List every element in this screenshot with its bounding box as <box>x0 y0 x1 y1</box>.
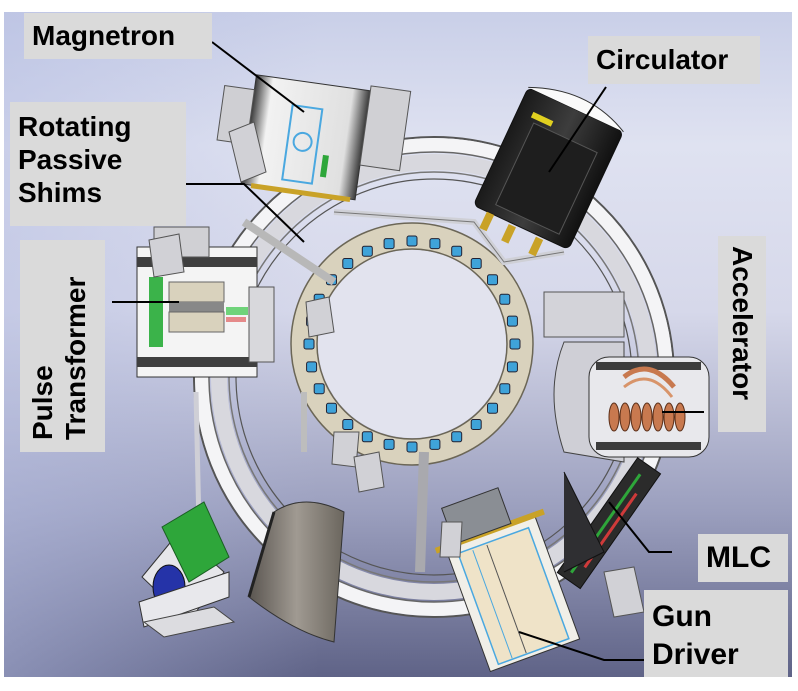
shim-block <box>509 338 521 350</box>
shim-block <box>361 431 373 443</box>
label-line: Rotating <box>18 111 132 142</box>
accelerator-cavity <box>641 402 653 432</box>
shim-block <box>342 257 354 269</box>
label-line: Driver <box>652 638 739 671</box>
accelerator-cavity <box>608 402 620 432</box>
shim-block <box>451 245 463 257</box>
shim-block <box>499 383 511 395</box>
strut <box>241 218 337 286</box>
label-line: Transformer <box>60 276 91 440</box>
shim-block <box>499 293 511 305</box>
shim-block <box>429 438 441 450</box>
pulse-transformer-assembly <box>136 226 275 378</box>
shim-ring <box>290 222 534 466</box>
shim-block <box>342 419 354 431</box>
shim-block <box>429 238 441 250</box>
label-line: Gun <box>652 600 712 633</box>
accelerator-cavity <box>663 402 675 432</box>
shim-block <box>487 274 499 286</box>
gantry-cad-drawing <box>112 41 710 673</box>
label-gun-driver: Gun Driver <box>644 590 788 677</box>
shim-block <box>303 338 315 350</box>
shim-block <box>383 438 395 450</box>
accelerator-cavity <box>619 402 631 432</box>
label-pulse-transformer: Pulse Transformer <box>20 240 105 452</box>
label-magnetron: Magnetron <box>24 13 212 59</box>
label-rotating-passive-shims: Rotating Passive Shims <box>10 102 186 226</box>
lower-strut <box>415 451 429 573</box>
shim-block <box>406 441 418 453</box>
label-line: Passive <box>18 144 123 175</box>
leader-lines <box>112 41 709 661</box>
shim-block <box>487 402 499 414</box>
shim-block <box>313 383 325 395</box>
label-mlc: MLC <box>698 534 788 582</box>
lower-shield <box>247 501 345 643</box>
shim-block <box>470 419 482 431</box>
label-accelerator: Accelerator <box>718 236 766 432</box>
gun-driver-assembly <box>434 487 581 673</box>
shim-block <box>506 315 518 327</box>
accelerator-assembly <box>543 291 710 463</box>
shim-block <box>383 238 395 250</box>
shim-block <box>470 257 482 269</box>
circulator-assembly <box>474 86 624 257</box>
shim-block <box>306 361 318 373</box>
shim-block <box>406 235 418 247</box>
shim-block <box>451 431 463 443</box>
accelerator-cavity <box>674 402 686 432</box>
passive-shims <box>303 235 521 453</box>
accelerator-cavity <box>630 402 642 432</box>
drive-motor-assembly <box>138 501 236 638</box>
label-circulator: Circulator <box>588 36 760 84</box>
shim-block <box>506 361 518 373</box>
accelerator-cavity <box>652 402 664 432</box>
accelerator-cavities <box>608 402 686 432</box>
label-line: Shims <box>18 177 103 208</box>
shim-block <box>325 402 337 414</box>
shim-block <box>361 245 373 257</box>
label-line: Pulse <box>27 365 58 440</box>
